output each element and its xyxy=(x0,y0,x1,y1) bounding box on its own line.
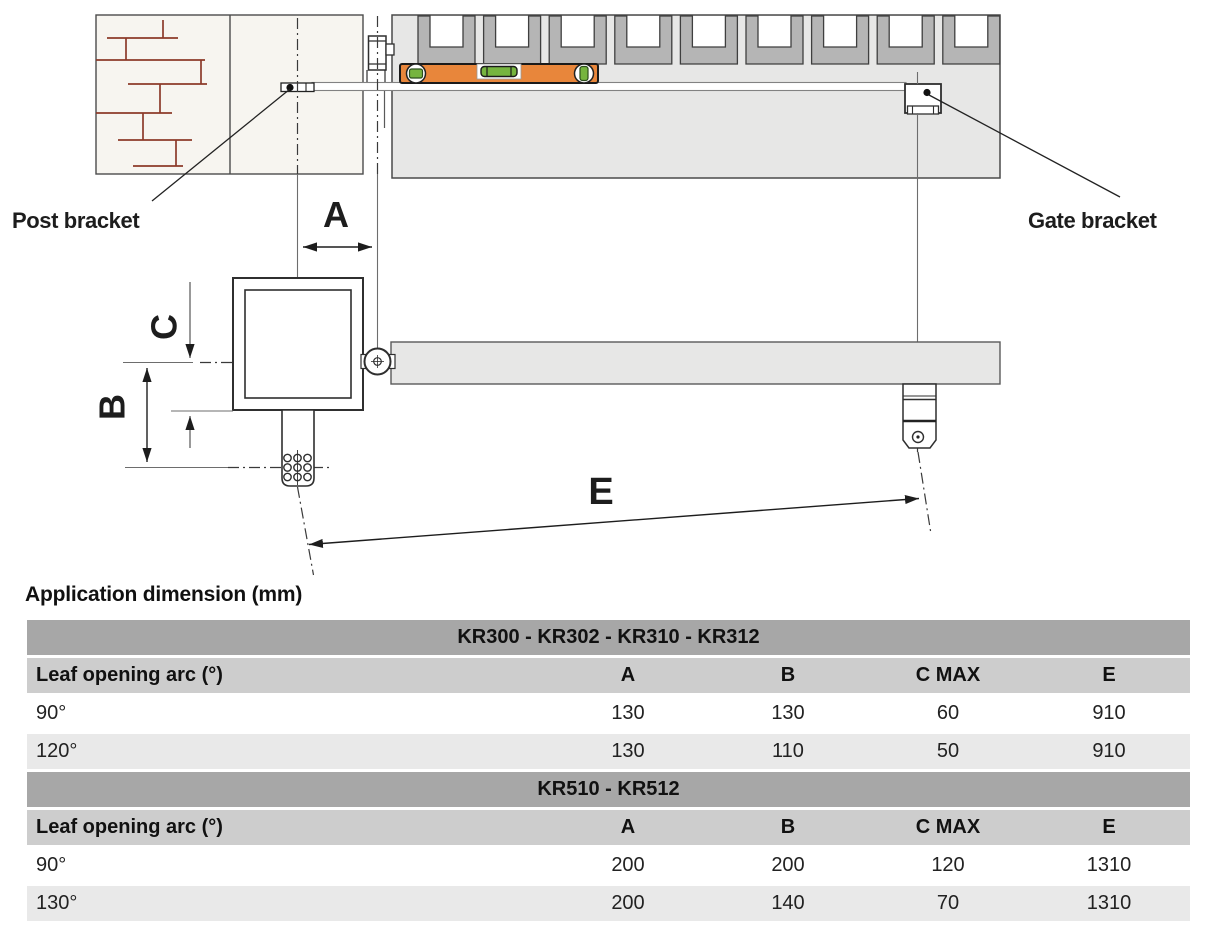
column-header-row: Leaf opening arc (°) A B C MAX E xyxy=(27,810,1190,845)
installation-diagram: A B C E Post bracket Gate bracket xyxy=(12,14,1158,576)
b-value: 140 xyxy=(771,892,805,914)
e-value: 1310 xyxy=(1086,854,1132,876)
a-value: 130 xyxy=(611,740,645,762)
brick-pattern xyxy=(96,20,207,167)
gate-bracket xyxy=(904,83,942,115)
pivot-joint xyxy=(360,347,396,376)
post-bracket-label: Post bracket xyxy=(12,208,140,233)
plan-post-inner xyxy=(244,289,352,399)
section-title: Application dimension (mm) xyxy=(25,583,303,606)
model-name: KR300 - KR302 - KR310 - KR312 xyxy=(457,626,760,648)
table-row: 120° 130 110 50 910 xyxy=(27,734,1190,769)
dimension-a: A xyxy=(303,194,372,252)
dim-a-label: A xyxy=(323,194,349,235)
col-a: A xyxy=(620,664,636,686)
application-dimension-table: KR300 - KR302 - KR310 - KR312 Leaf openi… xyxy=(27,620,1190,924)
dimension-c: C xyxy=(144,282,233,448)
a-value: 200 xyxy=(611,892,645,914)
post-bracket-leader-line xyxy=(151,88,291,202)
plan-gate-bracket xyxy=(902,383,937,449)
arc-value: 90° xyxy=(36,702,67,724)
gate-bracket-leader-line xyxy=(928,94,1121,198)
cmax-value: 70 xyxy=(936,892,960,914)
col-e: E xyxy=(1102,664,1116,686)
plan-post-outer xyxy=(232,277,364,411)
col-b: B xyxy=(780,664,796,686)
arc-value: 120° xyxy=(36,740,78,762)
a-value: 130 xyxy=(611,702,645,724)
spirit-level xyxy=(399,63,599,84)
col-a: A xyxy=(620,816,636,838)
b-value: 130 xyxy=(771,702,805,724)
level-vial-center xyxy=(480,65,518,78)
cmax-value: 120 xyxy=(931,854,965,876)
model-header-row: KR300 - KR302 - KR310 - KR312 xyxy=(27,620,1190,655)
model-name: KR510 - KR512 xyxy=(537,778,680,800)
plan-gate-leaf xyxy=(390,341,1001,385)
dimension-e: E xyxy=(308,471,920,549)
arc-value: 130° xyxy=(36,892,78,914)
column-header-row: Leaf opening arc (°) A B C MAX E xyxy=(27,658,1190,693)
a-value: 200 xyxy=(611,854,645,876)
e-value: 910 xyxy=(1092,740,1126,762)
gate-bracket-label: Gate bracket xyxy=(1028,208,1158,233)
gate-pickets xyxy=(417,15,1001,65)
col-e: E xyxy=(1102,816,1116,838)
table-row: 130° 200 140 70 1310 xyxy=(27,886,1190,921)
col-arc: Leaf opening arc (°) xyxy=(36,664,223,686)
b-value: 200 xyxy=(771,854,805,876)
col-cmax: C MAX xyxy=(915,664,981,686)
e-value: 910 xyxy=(1092,702,1126,724)
dim-e-label: E xyxy=(588,471,613,513)
table-row: 90° 130 130 60 910 xyxy=(27,696,1190,731)
dim-c-label: C xyxy=(144,314,185,340)
dim-b-label: B xyxy=(92,394,133,420)
model-header-row: KR510 - KR512 xyxy=(27,772,1190,807)
cmax-value: 60 xyxy=(936,702,960,724)
dimension-b: B xyxy=(92,368,152,462)
table-row: 90° 200 200 120 1310 xyxy=(27,848,1190,883)
b-value: 110 xyxy=(772,740,804,762)
plan-rear-bracket xyxy=(281,409,315,487)
col-cmax: C MAX xyxy=(915,816,981,838)
arc-value: 90° xyxy=(36,854,67,876)
col-b: B xyxy=(780,816,796,838)
cmax-value: 50 xyxy=(936,740,960,762)
e-value: 1310 xyxy=(1086,892,1132,914)
col-arc: Leaf opening arc (°) xyxy=(36,816,223,838)
